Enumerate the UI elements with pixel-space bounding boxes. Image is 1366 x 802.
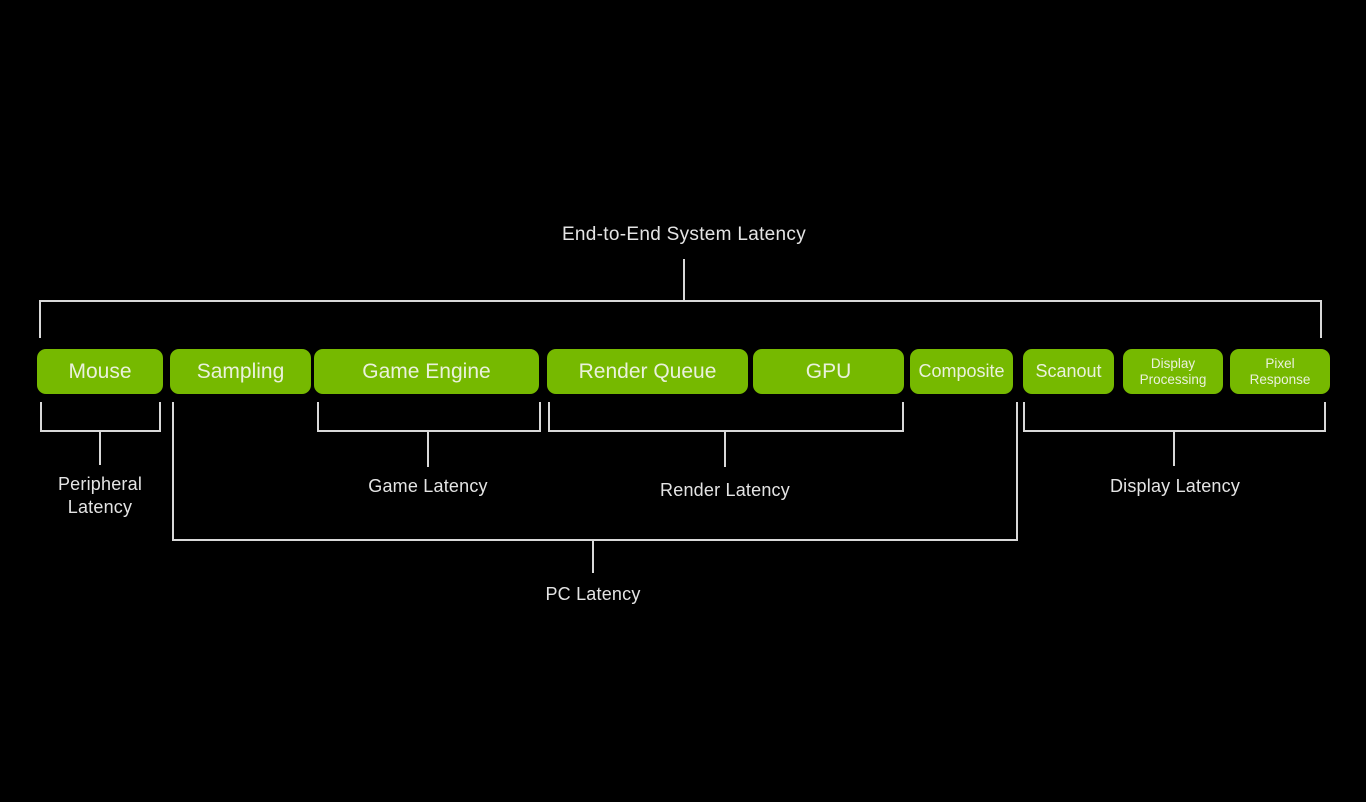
pc-latency-label: PC Latency: [545, 584, 641, 604]
peripheral-latency-connector-line: [99, 430, 101, 465]
game-latency-label: Game Latency: [368, 476, 488, 496]
pc-latency-connector-line: [592, 539, 594, 573]
display-latency-connector-line: [1173, 430, 1175, 466]
stage-label: Game Engine: [362, 359, 491, 383]
stage-box-composite: Composite: [910, 349, 1013, 394]
diagram-title: End-to-End System Latency: [561, 224, 807, 245]
peripheral-latency-label: Peripheral Latency: [57, 474, 143, 517]
stage-label: Display Processing: [1139, 355, 1207, 387]
stage-box-mouse: Mouse: [37, 349, 163, 394]
render-latency-connector-line: [724, 430, 726, 467]
stage-label: Mouse: [68, 359, 132, 383]
render-latency-label: Render Latency: [660, 480, 790, 500]
stage-box-sampling: Sampling: [170, 349, 311, 394]
display-latency-label: Display Latency: [1109, 476, 1241, 496]
title-connector-line: [683, 259, 685, 302]
end-to-end-bracket: [39, 300, 1322, 338]
stage-box-scanout: Scanout: [1023, 349, 1114, 394]
stage-box-display-processing: Display Processing: [1123, 349, 1223, 394]
pc-latency-bracket: [172, 402, 1018, 541]
peripheral-latency-bracket: [40, 402, 161, 432]
render-latency-bracket: [548, 402, 904, 432]
stage-box-render-queue: Render Queue: [547, 349, 748, 394]
stage-label: Render Queue: [578, 359, 717, 383]
game-latency-connector-line: [427, 430, 429, 467]
stage-label: Composite: [918, 361, 1005, 381]
stage-label: GPU: [805, 359, 852, 383]
display-latency-bracket: [1023, 402, 1326, 432]
game-latency-bracket: [317, 402, 541, 432]
stage-label: Scanout: [1035, 361, 1102, 381]
stage-label: Pixel Response: [1249, 355, 1311, 387]
stage-box-pixel-response: Pixel Response: [1230, 349, 1330, 394]
stage-box-gpu: GPU: [753, 349, 904, 394]
stage-label: Sampling: [196, 359, 285, 383]
stage-box-game-engine: Game Engine: [314, 349, 539, 394]
